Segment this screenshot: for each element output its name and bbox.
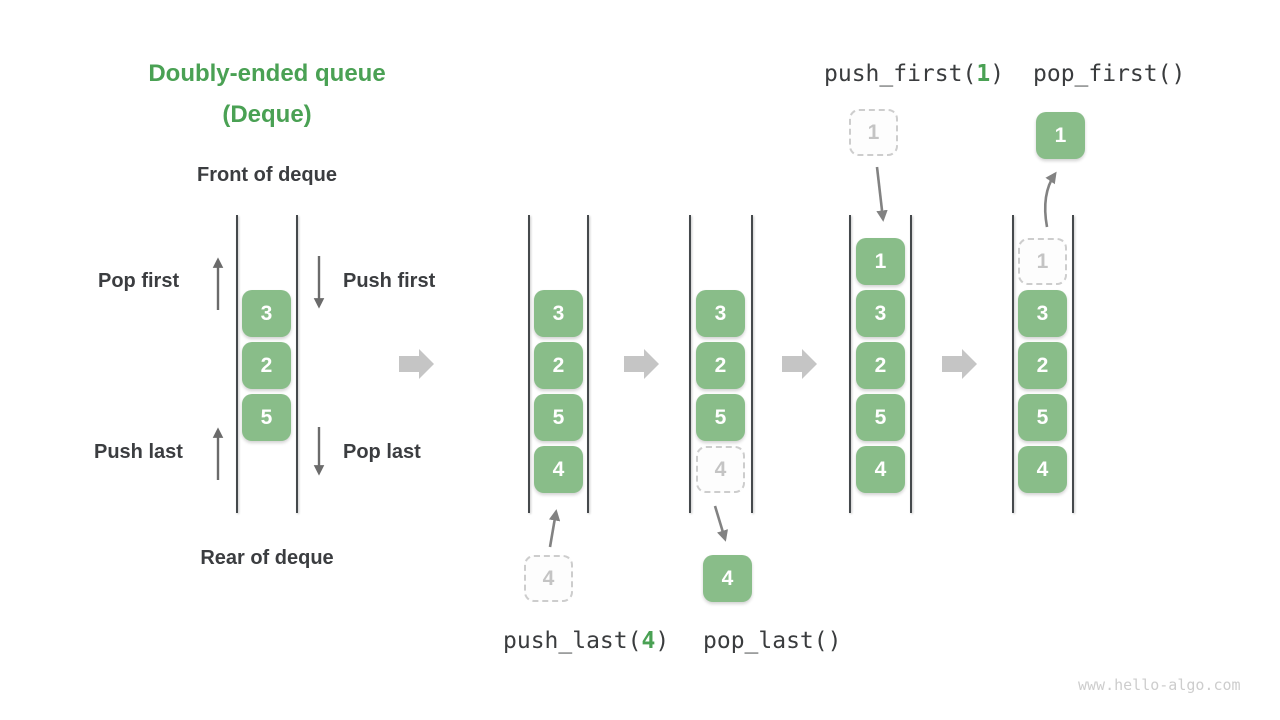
incoming-ghost-cell: 1 xyxy=(849,109,898,156)
pop-first-label: Pop first xyxy=(98,270,180,292)
code-text: ) xyxy=(990,61,1005,87)
queue-wall xyxy=(1072,215,1074,513)
stage-arrow-icon xyxy=(624,349,659,379)
queue-cell: 2 xyxy=(1018,342,1067,389)
stage-arrow-icon xyxy=(942,349,977,379)
queue-cell: 3 xyxy=(1018,290,1067,337)
popped-cell: 4 xyxy=(703,555,752,602)
queue-wall xyxy=(528,215,530,513)
queue-wall xyxy=(236,215,238,513)
push-last-transfer-arrow-icon xyxy=(548,509,561,548)
queue-cell: 5 xyxy=(856,394,905,441)
queue-cell: 3 xyxy=(242,290,291,337)
page-title: Doubly-ended queue (Deque) xyxy=(117,53,417,135)
stage-arrow-icon xyxy=(782,349,817,379)
queue-cell: 5 xyxy=(696,394,745,441)
title-line2: (Deque) xyxy=(222,101,312,128)
queue-wall xyxy=(689,215,691,513)
queue-wall xyxy=(1012,215,1014,513)
queue-cell: 2 xyxy=(856,342,905,389)
queue-cell: 2 xyxy=(696,342,745,389)
queue-cell: 4 xyxy=(856,446,905,493)
queue-cell: 4 xyxy=(1018,446,1067,493)
pop-first-transfer-arrow-icon xyxy=(1043,171,1057,228)
queue-cell: 3 xyxy=(534,290,583,337)
push-last-label: Push last xyxy=(94,441,183,463)
queue-cell: 5 xyxy=(534,394,583,441)
queue-cell: 2 xyxy=(242,342,291,389)
push-first-transfer-arrow-icon xyxy=(875,166,888,222)
watermark: www.hello-algo.com xyxy=(1078,676,1241,694)
code-text: ) xyxy=(655,628,670,654)
queue-wall xyxy=(296,215,298,513)
code-arg: 4 xyxy=(641,628,656,654)
queue-cell: 1 xyxy=(856,238,905,285)
front-of-deque-label: Front of deque xyxy=(197,164,337,186)
code-text: push_first( xyxy=(824,61,977,87)
queue-wall xyxy=(751,215,753,513)
queue-cell: 3 xyxy=(856,290,905,337)
rear-of-deque-label: Rear of deque xyxy=(200,547,334,569)
pop-last-label: Pop last xyxy=(343,441,421,463)
push-first-label: Push first xyxy=(343,270,436,292)
removed-ghost-cell: 4 xyxy=(696,446,745,493)
removed-ghost-cell: 1 xyxy=(1018,238,1067,285)
queue-wall xyxy=(587,215,589,513)
pop-last-code-label: pop_last() xyxy=(703,628,842,654)
queue-cell: 2 xyxy=(534,342,583,389)
queue-wall xyxy=(849,215,851,513)
queue-cell: 4 xyxy=(534,446,583,493)
push-last-code-label: push_last(4) xyxy=(503,628,669,654)
queue-cell: 3 xyxy=(696,290,745,337)
code-text: push_last( xyxy=(503,628,642,654)
pop-last-transfer-arrow-icon xyxy=(713,505,728,542)
stage-arrow-icon xyxy=(399,349,434,379)
queue-cell: 5 xyxy=(1018,394,1067,441)
title-line1: Doubly-ended queue xyxy=(148,60,386,87)
queue-cell: 5 xyxy=(242,394,291,441)
code-arg: 1 xyxy=(976,61,991,87)
incoming-ghost-cell: 4 xyxy=(524,555,573,602)
popped-cell: 1 xyxy=(1036,112,1085,159)
queue-wall xyxy=(910,215,912,513)
push-first-code-label: push_first(1) xyxy=(824,61,1004,87)
pop-first-code-label: pop_first() xyxy=(1033,61,1186,87)
